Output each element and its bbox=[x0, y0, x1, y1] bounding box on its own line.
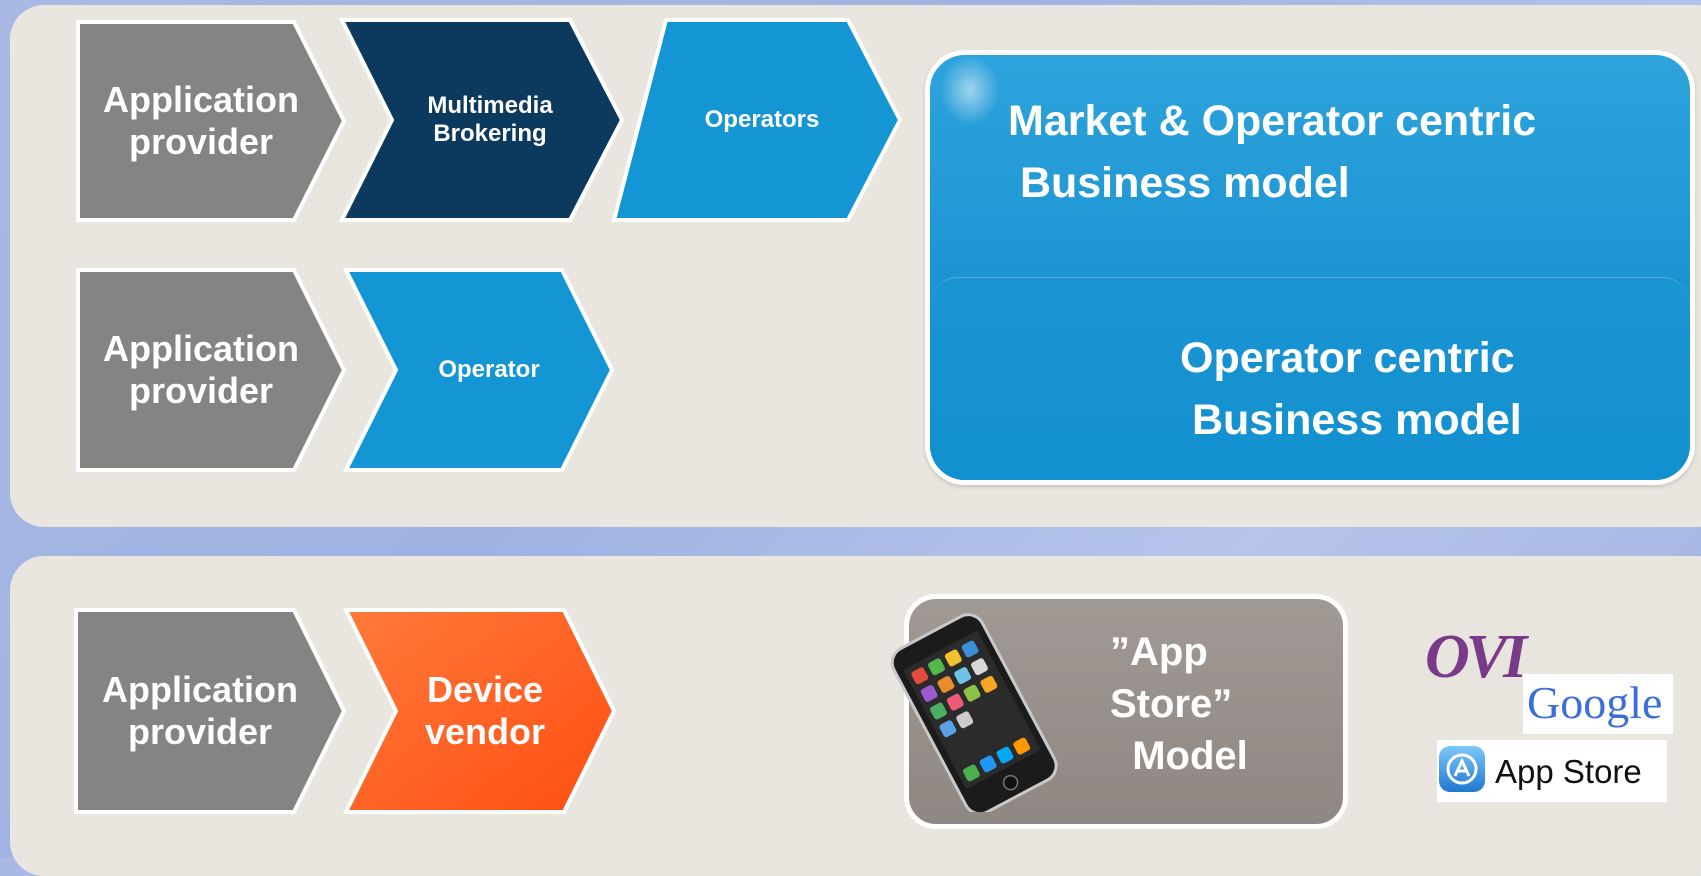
operator-centric-band bbox=[930, 277, 1690, 480]
text-line: ”App bbox=[1110, 630, 1208, 674]
store-logos: OVI Google App Store bbox=[1423, 618, 1683, 808]
chevron-label-line: Application bbox=[103, 327, 299, 369]
text-line: Model bbox=[1110, 734, 1248, 778]
chevron-label-line: provider bbox=[127, 711, 273, 752]
chevron-label-line: Device bbox=[426, 668, 544, 710]
chevron-label-line: Application bbox=[103, 78, 299, 120]
chevron-label-line: Multimedia bbox=[427, 91, 553, 119]
chevron-label-line: provider bbox=[128, 370, 274, 411]
chevron-operators: Operators bbox=[611, 18, 903, 222]
chevron-label-line: vendor bbox=[424, 711, 546, 752]
smartphone-icon bbox=[890, 613, 1058, 812]
google-logo: Google bbox=[1523, 674, 1673, 734]
app-store-badge: App Store bbox=[1437, 740, 1667, 802]
text-line: Business model bbox=[1180, 396, 1522, 444]
market-operator-business-model-text: Market & Operator centric Business model bbox=[1008, 90, 1536, 214]
text-line: Operator centric bbox=[1180, 334, 1515, 382]
chevron-operator: Operator bbox=[342, 268, 615, 472]
chevron-label-line: provider bbox=[128, 121, 274, 162]
ovi-logo: OVI bbox=[1423, 618, 1553, 698]
text-line: Market & Operator centric bbox=[1008, 97, 1537, 145]
chevron-label-line: Operator bbox=[438, 355, 540, 383]
business-model-box bbox=[925, 50, 1695, 485]
glare-highlight bbox=[940, 55, 1000, 125]
chevron-label-line: Operators bbox=[704, 105, 820, 133]
chevron-label-line: Brokering bbox=[433, 120, 547, 147]
text-line: Business model bbox=[1008, 159, 1350, 207]
text-line: Store” bbox=[1110, 682, 1233, 726]
chevron-label-line: Application bbox=[102, 668, 298, 710]
operator-business-model-text: Operator centric Business model bbox=[1180, 327, 1522, 451]
app-store-icon bbox=[1439, 746, 1485, 792]
